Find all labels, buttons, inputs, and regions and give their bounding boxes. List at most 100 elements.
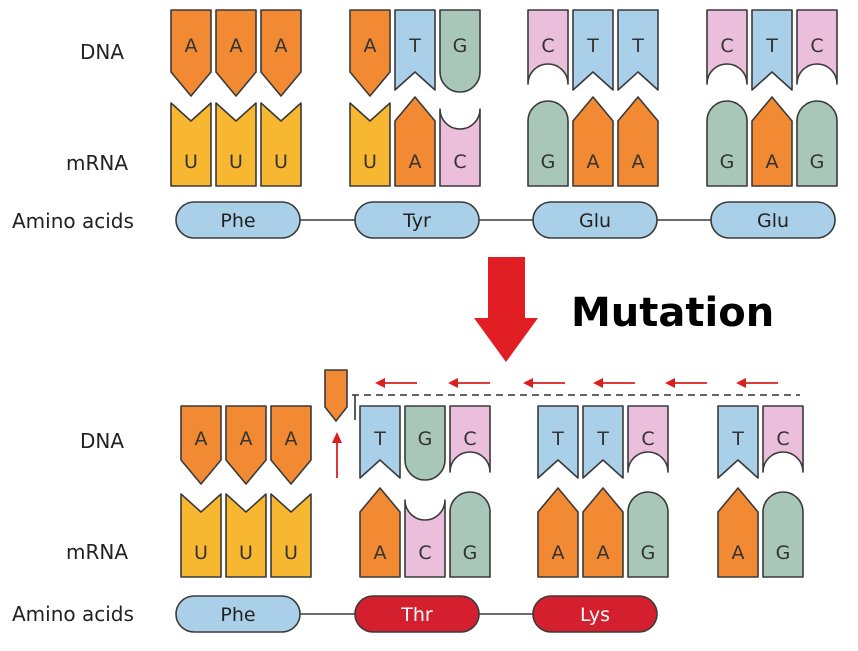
top-dna-base-2-1: T — [572, 9, 614, 91]
top-amino-acid-2-pill — [532, 201, 658, 239]
bottom-dna-base-1-1: G — [404, 405, 446, 481]
bottom-dna-base-3-1-shape — [762, 405, 804, 473]
top-amino-acid-1-label: Tyr — [402, 210, 431, 232]
top-dna-base-2-0-letter: C — [541, 35, 554, 57]
top-amino-acid-0-pill — [175, 201, 301, 239]
top-rna-base-2-2-shape — [617, 96, 659, 187]
bottom-mrna-label: mRNA — [66, 540, 128, 564]
bottom-rna-base-0-0: U — [180, 493, 222, 578]
top-dna-base-1-0: A — [349, 9, 391, 97]
bottom-rna-base-0-0-shape — [180, 493, 222, 578]
top-rna-base-2-1-shape — [572, 96, 614, 187]
top-dna-base-2-0-shape — [527, 9, 569, 85]
bottom-amino-acid-0-pill — [175, 595, 301, 633]
bottom-rna-base-1-0-letter: A — [374, 542, 387, 564]
bottom-rna-base-2-2-letter: G — [641, 542, 656, 564]
bottom-amino-acid-2: Lys — [532, 595, 658, 633]
bottom-dna-base-3-0-shape — [717, 405, 759, 479]
bottom-rna-base-3-0: A — [717, 487, 759, 578]
top-rna-base-3-1-letter: A — [766, 151, 779, 173]
left-arrow-icon — [665, 378, 707, 388]
bottom-dna-base-2-0-letter: T — [551, 428, 564, 450]
top-rna-base-3-0: G — [706, 100, 748, 187]
top-dna-base-0-0: A — [170, 9, 212, 97]
top-dna-base-3-0: C — [706, 9, 748, 85]
bottom-rna-base-0-1-letter: U — [239, 542, 253, 564]
bottom-dna-base-2-1: T — [582, 405, 624, 479]
deleted-base-shape — [324, 369, 348, 423]
top-dna-base-2-0: C — [527, 9, 569, 85]
top-amino-acid-2-label: Glu — [579, 210, 611, 232]
top-dna-base-0-1: A — [215, 9, 257, 97]
bottom-dna-base-3-1: C — [762, 405, 804, 473]
top-rna-base-1-1-letter: A — [409, 151, 422, 173]
top-dna-base-1-0-letter: A — [364, 35, 377, 57]
bottom-dna-base-0-1-shape — [225, 405, 267, 485]
top-dna-base-2-2: T — [617, 9, 659, 91]
up-arrow-icon-head — [332, 432, 342, 443]
bottom-amino-acid-0-label: Phe — [220, 604, 255, 626]
top-rna-base-1-0-shape — [349, 102, 391, 187]
bottom-amino-acid-2-label: Lys — [580, 604, 610, 626]
top-rna-base-3-1: A — [751, 96, 793, 187]
bottom-amino-acid-1-label: Thr — [400, 604, 433, 626]
bottom-rna-base-0-1: U — [225, 493, 267, 578]
top-amino-acid-0-label: Phe — [220, 210, 255, 232]
bottom-rna-base-2-0-shape — [537, 487, 579, 578]
top-amino-acid-3-pill — [710, 201, 836, 239]
bottom-dna-base-2-0: T — [537, 405, 579, 479]
bottom-dna-base-0-2: A — [270, 405, 312, 485]
bottom-rna-base-1-1: C — [404, 499, 446, 578]
bottom-dna-base-1-1-letter: G — [418, 428, 433, 450]
top-dna-base-0-2: A — [260, 9, 302, 97]
bottom-dna-base-3-0: T — [717, 405, 759, 479]
top-dna-base-2-1-shape — [572, 9, 614, 91]
top-mrna-label: mRNA — [66, 151, 128, 175]
top-amino-acid-0: Phe — [175, 201, 301, 239]
bottom-amino-acid-1-pill — [354, 595, 480, 633]
top-dna-base-1-2-letter: G — [453, 35, 468, 57]
top-rna-base-3-2-letter: G — [810, 151, 825, 173]
top-amino-acid-1: Tyr — [354, 201, 480, 239]
top-dna-base-3-2: C — [796, 9, 838, 85]
bottom-dna-base-0-2-shape — [270, 405, 312, 485]
top-amino-acid-3-label: Glu — [757, 210, 789, 232]
mutation-title: Mutation — [571, 290, 774, 336]
bottom-amino-acid-1: Thr — [354, 595, 480, 633]
bottom-rna-base-0-1-shape — [225, 493, 267, 578]
bottom-dna-base-2-2: C — [627, 405, 669, 473]
top-rna-base-1-0-letter: U — [363, 151, 377, 173]
top-dna-base-0-0-shape — [170, 9, 212, 97]
bottom-dna-label: DNA — [80, 429, 124, 453]
top-amino-acid-3: Glu — [710, 201, 836, 239]
bottom-rna-base-2-0: A — [537, 487, 579, 578]
top-dna-base-0-1-letter: A — [230, 35, 243, 57]
top-rna-base-2-0: G — [527, 100, 569, 187]
top-dna-base-3-0-shape — [706, 9, 748, 85]
top-dna-base-3-1-shape — [751, 9, 793, 91]
bottom-dna-base-1-0-letter: T — [373, 428, 386, 450]
top-rna-base-1-1-shape — [394, 96, 436, 187]
bottom-dna-base-1-2-letter: C — [463, 428, 476, 450]
bottom-dna-base-0-1: A — [225, 405, 267, 485]
bottom-rna-base-0-0-letter: U — [194, 542, 208, 564]
top-amino-acids-label: Amino acids — [12, 209, 134, 233]
top-dna-base-3-2-letter: C — [810, 35, 823, 57]
bottom-dna-base-3-0-letter: T — [731, 428, 744, 450]
bottom-dna-base-2-1-shape — [582, 405, 624, 479]
bottom-rna-base-3-1-letter: G — [776, 542, 791, 564]
top-rna-base-0-2-letter: U — [274, 151, 288, 173]
bottom-dna-base-1-0: T — [359, 405, 401, 479]
bottom-dna-base-2-0-shape — [537, 405, 579, 479]
bottom-amino-acid-0: Phe — [175, 595, 301, 633]
top-dna-base-0-2-shape — [260, 9, 302, 97]
bottom-dna-base-1-2-shape — [449, 405, 491, 473]
bottom-rna-base-1-2: G — [449, 491, 491, 578]
top-rna-base-1-1: A — [394, 96, 436, 187]
top-rna-base-2-0-letter: G — [541, 151, 556, 173]
top-rna-base-2-1: A — [572, 96, 614, 187]
bottom-amino-acid-2-pill — [532, 595, 658, 633]
top-rna-base-1-2-letter: C — [453, 151, 466, 173]
top-rna-base-2-1-letter: A — [587, 151, 600, 173]
